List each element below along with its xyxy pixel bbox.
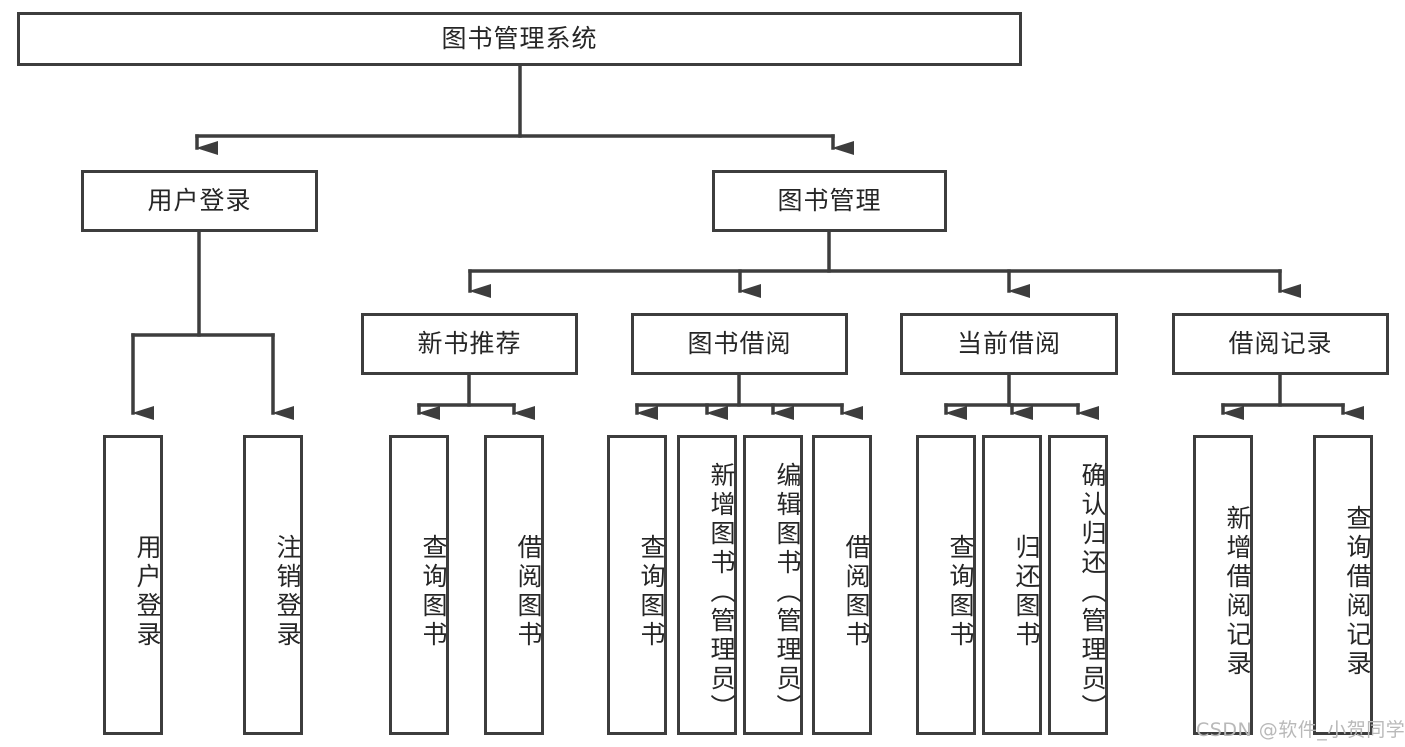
node-leaf-add-record[interactable]: 新增借阅记录 xyxy=(1193,435,1253,735)
node-book-borrow-label: 图书借阅 xyxy=(687,329,792,359)
node-user-login[interactable]: 用户登录 xyxy=(81,170,318,232)
node-leaf-edit-book-label: 编辑图书（管理员） xyxy=(773,461,802,723)
node-book-manage[interactable]: 图书管理 xyxy=(712,170,947,232)
node-book-borrow[interactable]: 图书借阅 xyxy=(631,313,848,375)
node-leaf-confirm-return[interactable]: 确认归还（管理员） xyxy=(1048,435,1108,735)
node-leaf-query-record-label: 查询借阅记录 xyxy=(1343,505,1372,679)
node-leaf-borrow-book-2[interactable]: 借阅图书 xyxy=(812,435,872,735)
node-leaf-user-login[interactable]: 用户登录 xyxy=(103,435,163,735)
node-leaf-logout-login[interactable]: 注销登录 xyxy=(243,435,303,735)
node-new-book-recommend[interactable]: 新书推荐 xyxy=(361,313,578,375)
node-leaf-query-book-1[interactable]: 查询图书 xyxy=(389,435,449,735)
node-leaf-add-book-label: 新增图书（管理员） xyxy=(707,461,736,723)
node-leaf-add-book[interactable]: 新增图书（管理员） xyxy=(677,435,737,735)
node-leaf-query-record[interactable]: 查询借阅记录 xyxy=(1313,435,1373,735)
node-leaf-borrow-book-1[interactable]: 借阅图书 xyxy=(484,435,544,735)
watermark: CSDN @软件_小贺同学 xyxy=(1196,719,1405,741)
node-new-book-recommend-label: 新书推荐 xyxy=(417,329,522,359)
node-root-label: 图书管理系统 xyxy=(441,24,598,54)
node-borrow-record[interactable]: 借阅记录 xyxy=(1172,313,1389,375)
node-leaf-return-book[interactable]: 归还图书 xyxy=(982,435,1042,735)
node-leaf-query-book-2[interactable]: 查询图书 xyxy=(607,435,667,735)
node-root[interactable]: 图书管理系统 xyxy=(17,12,1022,66)
node-leaf-edit-book[interactable]: 编辑图书（管理员） xyxy=(743,435,803,735)
node-leaf-query-book-3-label: 查询图书 xyxy=(946,534,975,650)
node-leaf-borrow-book-1-label: 借阅图书 xyxy=(514,534,543,650)
node-user-login-label: 用户登录 xyxy=(147,186,252,216)
node-leaf-query-book-2-label: 查询图书 xyxy=(637,534,666,650)
node-borrow-record-label: 借阅记录 xyxy=(1228,329,1333,359)
node-leaf-logout-login-label: 注销登录 xyxy=(273,534,302,650)
node-current-borrow-label: 当前借阅 xyxy=(956,329,1061,359)
node-leaf-borrow-book-2-label: 借阅图书 xyxy=(842,534,871,650)
node-leaf-add-record-label: 新增借阅记录 xyxy=(1223,505,1252,679)
node-current-borrow[interactable]: 当前借阅 xyxy=(900,313,1118,375)
node-leaf-return-book-label: 归还图书 xyxy=(1012,534,1041,650)
node-leaf-confirm-return-label: 确认归还（管理员） xyxy=(1078,461,1107,723)
node-leaf-user-login-label: 用户登录 xyxy=(133,534,162,650)
node-book-manage-label: 图书管理 xyxy=(777,186,882,216)
node-leaf-query-book-1-label: 查询图书 xyxy=(419,534,448,650)
node-leaf-query-book-3[interactable]: 查询图书 xyxy=(916,435,976,735)
